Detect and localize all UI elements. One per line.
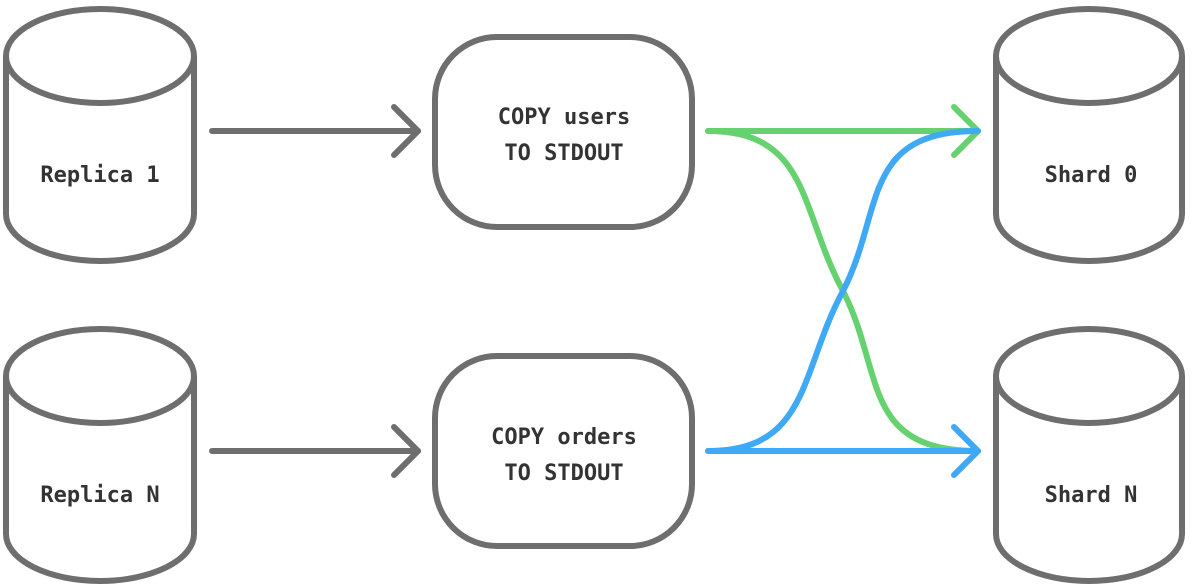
shard-0-label: Shard 0	[1045, 163, 1138, 188]
copy-users-line1: COPY users	[498, 105, 630, 130]
copy-orders-to-shard-0-arrow	[705, 128, 981, 454]
copy-users-flow	[705, 104, 981, 454]
replica-n-to-copy-orders-arrow	[209, 424, 421, 478]
copy-users-box	[432, 34, 695, 230]
shard-n-label: Shard N	[1045, 483, 1138, 508]
replica-1-cylinder: Replica 1	[3, 6, 197, 264]
shard-n-cylinder-top	[993, 326, 1185, 426]
replica-n-cylinder-body	[3, 376, 197, 584]
shard-n-cylinder: Shard N	[993, 326, 1185, 584]
shard-n-blue-arrowhead	[951, 424, 981, 478]
copy-orders-box	[432, 353, 695, 549]
shard-0-cylinder: Shard 0	[993, 6, 1185, 264]
replica-1-label: Replica 1	[40, 163, 159, 188]
replica-n-label: Replica N	[40, 483, 159, 508]
copy-orders-step: COPY orders TO STDOUT	[432, 353, 695, 549]
replica-1-cylinder-body	[3, 56, 197, 264]
replica-1-to-copy-users-arrow	[209, 104, 421, 158]
shard-n-cylinder-body	[993, 376, 1185, 584]
shard-0-cylinder-top	[993, 6, 1185, 106]
copy-users-line2: TO STDOUT	[504, 141, 623, 166]
replica-1-cylinder-top	[3, 6, 197, 106]
copy-orders-line1: COPY orders	[491, 425, 637, 450]
replica-n-cylinder: Replica N	[3, 326, 197, 584]
shard-0-cylinder-body	[993, 56, 1185, 264]
replica-n-cylinder-top	[3, 326, 197, 426]
copy-orders-line2: TO STDOUT	[504, 461, 623, 486]
copy-users-step: COPY users TO STDOUT	[432, 34, 695, 230]
copy-orders-flow	[705, 128, 981, 478]
